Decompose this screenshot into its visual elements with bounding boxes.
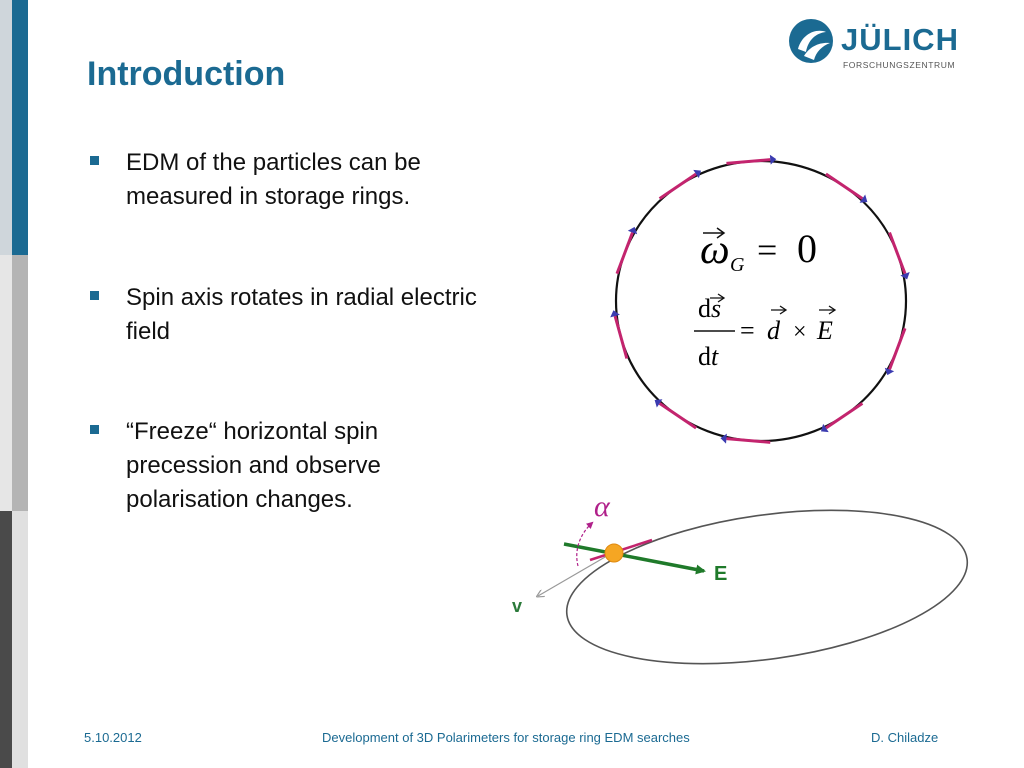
julich-logo: JÜLICH FORSCHUNGSZENTRUM (786, 14, 966, 74)
spin-arrowhead (693, 169, 702, 179)
eq-ds: ds (698, 294, 721, 323)
sidebar-strip-dark (0, 511, 12, 768)
sidebar-strip-gray (0, 255, 12, 511)
equation-spin-derivative: ds dt = d × E (694, 293, 837, 371)
alpha-label: α (594, 490, 611, 523)
spin-arrow (658, 402, 697, 430)
sidebar-bar-blue (12, 0, 28, 255)
sidebar-decoration (0, 0, 28, 768)
spin-arrowhead (900, 271, 910, 280)
orbit-ellipse (565, 509, 969, 665)
sidebar-strip-blue (0, 0, 12, 255)
omega-subscript: G (730, 254, 745, 276)
eq-cross: × (793, 319, 807, 345)
spin-arrowhead (610, 310, 620, 318)
spin-arrow (888, 327, 907, 370)
bullet-item: Spin axis rotates in radial electric fie… (88, 281, 488, 349)
footer-date: 5.10.2012 (84, 730, 142, 745)
bullet-item: EDM of the particles can be measured in … (88, 146, 488, 214)
spin-arrow (658, 172, 697, 200)
spin-arrow (888, 232, 907, 275)
spin-arrowhead (627, 226, 638, 235)
spin-arrows (610, 154, 910, 444)
spin-arrowhead (820, 423, 829, 433)
spin-arrow (726, 158, 771, 165)
eq-equals: = (740, 316, 755, 345)
equals-sign: = (757, 230, 777, 270)
spin-arrowhead (884, 367, 895, 376)
alpha-angle-arc (576, 521, 594, 567)
eq-E: E (816, 316, 833, 345)
bullet-text: EDM of the particles can be measured in … (126, 149, 421, 210)
v-label: v (512, 596, 522, 616)
footer-title: Development of 3D Polarimeters for stora… (322, 730, 690, 745)
velocity-arrow (538, 552, 613, 596)
spin-arrowhead (720, 433, 727, 444)
storage-ring-figure: ω G = 0 ds dt = d × E (610, 154, 910, 444)
storage-ring (614, 159, 908, 443)
spin-arrow (615, 232, 634, 275)
omega-symbol: ω (700, 227, 730, 273)
zero-value: 0 (797, 226, 817, 271)
bullet-square-icon (90, 156, 99, 165)
eq-d: d (767, 316, 781, 345)
sidebar-bar-gray (12, 255, 28, 511)
equation-omega: ω G = 0 (700, 226, 817, 276)
slide-title: Introduction (87, 55, 286, 93)
bullet-item: “Freeze“ horizontal spin precession and … (88, 415, 488, 517)
spin-arrowhead (654, 399, 663, 408)
spin-arrowhead (769, 154, 777, 165)
bullet-text: “Freeze“ horizontal spin precession and … (126, 418, 381, 513)
spin-arrow (825, 402, 864, 430)
logo-name: JÜLICH (841, 22, 959, 57)
spin-arrow (613, 315, 629, 359)
spin-arrow (825, 172, 864, 200)
orbit-figure: α E v (512, 490, 969, 665)
spin-arrow (726, 437, 771, 444)
julich-logo-icon (789, 19, 833, 63)
bullet-square-icon (90, 425, 99, 434)
electric-field-arrow (563, 542, 706, 575)
sidebar-bar-light (12, 511, 28, 768)
logo-subtitle: FORSCHUNGSZENTRUM (843, 60, 956, 70)
footer-author: D. Chiladze (871, 730, 939, 745)
e-label: E (714, 563, 727, 585)
bullet-text: Spin axis rotates in radial electric fie… (126, 284, 477, 345)
bullet-square-icon (90, 291, 99, 300)
particle-dot (604, 543, 624, 563)
eq-dt: dt (698, 342, 719, 371)
spin-arrowhead (859, 194, 868, 203)
